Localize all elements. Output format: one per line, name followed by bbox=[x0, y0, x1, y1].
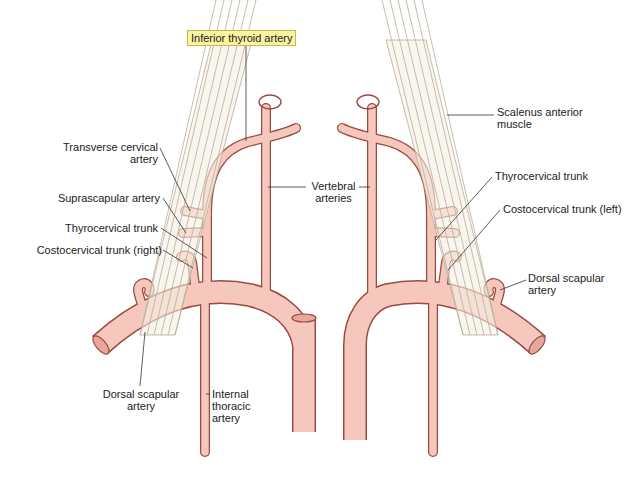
leader-line bbox=[161, 228, 207, 258]
vessel-segment bbox=[429, 300, 437, 452]
leader-line bbox=[448, 210, 500, 270]
mirrored-figure bbox=[342, 0, 548, 452]
vessel-segment bbox=[355, 292, 538, 440]
leader-line bbox=[406, 0, 484, 335]
part-label: Thyrocervical trunk bbox=[48, 222, 158, 234]
vessel-opening bbox=[357, 95, 379, 109]
part-label: Dorsal scapular artery bbox=[528, 272, 623, 296]
part-label: Internal thoracic artery bbox=[212, 388, 267, 424]
part-label: Vertebral arteries bbox=[306, 180, 361, 204]
leader-line bbox=[359, 187, 370, 188]
leader-line bbox=[140, 0, 216, 335]
vessel-opening bbox=[90, 333, 112, 356]
leader-line bbox=[414, 0, 491, 335]
vessel-segment bbox=[201, 300, 209, 452]
leader-line bbox=[140, 332, 145, 386]
leader-line bbox=[147, 0, 224, 335]
part-label: Dorsal scapular artery bbox=[100, 388, 182, 412]
leader-line bbox=[436, 177, 492, 240]
vessel-opening bbox=[526, 333, 548, 356]
leader-line bbox=[500, 280, 526, 290]
highlight-box: Inferior thyroid artery bbox=[187, 30, 296, 46]
leader-line bbox=[154, 0, 232, 335]
leader-line bbox=[390, 0, 470, 335]
leader-line bbox=[382, 0, 463, 335]
leader-line bbox=[398, 0, 477, 335]
leader-line bbox=[161, 0, 240, 335]
leader-line bbox=[175, 0, 256, 335]
vessel-opening bbox=[259, 95, 281, 109]
vessel-opening bbox=[292, 314, 316, 322]
leader-line bbox=[422, 0, 498, 335]
vessel-segment bbox=[355, 292, 538, 440]
leader-line bbox=[163, 198, 186, 233]
leader-line bbox=[246, 44, 247, 141]
leader-lines bbox=[140, 44, 526, 394]
node-text: Inferior thyroid artery bbox=[191, 32, 292, 44]
leader-line bbox=[206, 394, 210, 395]
leader-line bbox=[268, 187, 306, 188]
part-label: Scalenus anterior muscle bbox=[497, 106, 597, 130]
part-label: Suprascapular artery bbox=[48, 192, 160, 204]
leader-line bbox=[168, 0, 248, 335]
scalenus-muscle bbox=[140, 0, 256, 335]
vessel-segment bbox=[428, 300, 438, 452]
leader-line bbox=[163, 250, 193, 268]
part-label: Costocervical trunk (left) bbox=[503, 203, 638, 215]
part-label: Transverse cervical artery bbox=[58, 141, 158, 165]
vessel-segment bbox=[200, 300, 210, 452]
leader-line bbox=[160, 148, 190, 211]
scalenus-muscle bbox=[382, 0, 498, 335]
part-label: Thyrocervical trunk bbox=[495, 170, 615, 182]
leader-line bbox=[447, 115, 494, 116]
part-label: Costocervical trunk (right) bbox=[2, 244, 162, 256]
